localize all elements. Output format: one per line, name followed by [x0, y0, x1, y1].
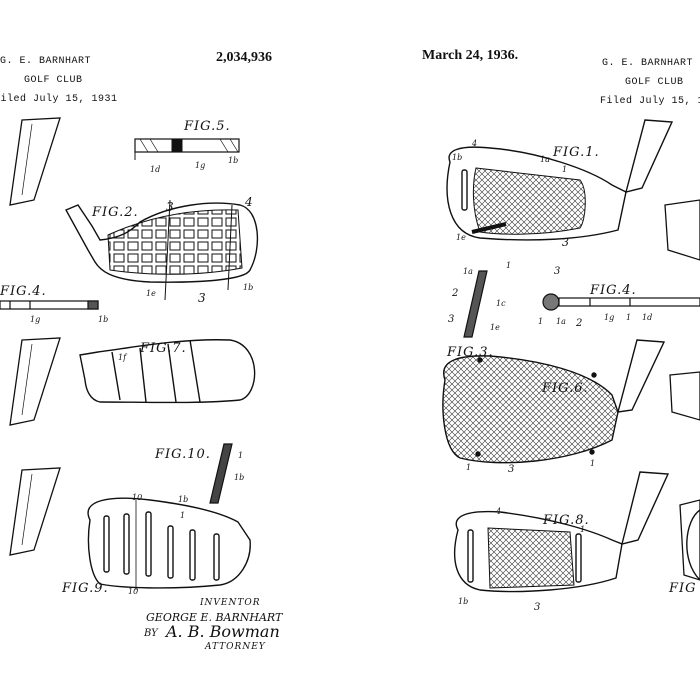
fig9-label: FIG.9. — [61, 581, 109, 596]
ref-numeral: 2 — [451, 288, 458, 299]
fig10-label: FIG.10. — [154, 447, 211, 462]
ref-numeral: 1 — [562, 165, 567, 174]
ref-numeral: 4 — [471, 139, 477, 148]
ref-numeral: 1b — [228, 156, 238, 165]
filed-header: Filed July 15, 1931 — [0, 94, 118, 105]
fig4-label: FIG.4. — [589, 283, 637, 298]
inventor-header: G. E. BARNHART — [602, 58, 694, 69]
fig5-section-drawing — [134, 138, 240, 160]
ref-numeral: 1a — [463, 267, 473, 276]
fig8-label: FIG.8. — [542, 513, 590, 528]
ref-numeral: 1d — [642, 313, 652, 322]
ref-numeral: 1 — [626, 313, 631, 322]
ref-numeral: 1b — [178, 495, 188, 504]
ref-numeral: 1a — [556, 317, 566, 326]
patent-sheet-right: March 24, 1936. G. E. BARNHART GOLF CLUB… — [350, 0, 700, 700]
ref-numeral: 1 — [466, 463, 471, 472]
right-drawings: FIG.1. FIG.4. FIG.3. FIG.6. FIG.8. FIG 4… — [442, 119, 700, 613]
fig3-label: FIG.3. — [446, 345, 494, 360]
ref-numeral: 3 — [562, 236, 569, 249]
ref-numeral: 1 — [580, 525, 585, 534]
ref-numeral: 1g — [195, 161, 205, 170]
fig4-label: FIG.4. — [0, 284, 47, 299]
fig10-section-drawing — [209, 443, 233, 504]
ref-numeral: 1 — [506, 261, 511, 270]
ref-numeral: 1b — [243, 283, 253, 292]
club-shaft-drawing — [9, 467, 61, 556]
inventor-name: GEORGE E. BARNHART — [146, 611, 283, 624]
ref-numeral: 1b — [452, 153, 462, 162]
ref-numeral: 3 — [448, 314, 454, 325]
ref-numeral: 1 — [180, 511, 185, 520]
fig7-label: FIG.7. — [139, 341, 187, 356]
ref-numeral: 3 — [166, 200, 174, 214]
fig5-label: FIG.5. — [183, 119, 231, 134]
fig6-club-head-drawing — [442, 339, 666, 464]
fig2-label: FIG.2. — [91, 205, 139, 220]
ref-numeral: 4 — [495, 507, 501, 516]
ref-numeral: 3 — [508, 464, 514, 475]
ref-numeral: 1a — [540, 155, 550, 164]
fig6-label: FIG.6. — [541, 381, 589, 396]
fig4-section-drawing — [0, 300, 99, 310]
partial-head-drawing — [686, 509, 700, 581]
left-drawings: FIG.5. FIG.2. FIG.4. FIG.7. FIG.10. FIG.… — [0, 117, 259, 596]
ref-numeral: 4 — [244, 195, 253, 209]
ref-numeral: 1 — [538, 317, 543, 326]
ref-numeral: 10 — [132, 493, 142, 502]
attorney-label: ATTORNEY — [205, 642, 266, 652]
ref-numeral: 10 — [128, 587, 138, 596]
ref-numeral: 3 — [198, 291, 206, 305]
ref-numeral: 1b — [234, 473, 244, 482]
fig1-label: FIG.1. — [552, 145, 600, 160]
ref-numeral: 1c — [496, 299, 506, 308]
fig-partial-label: FIG — [668, 581, 697, 596]
by-label: BY — [144, 628, 158, 639]
fig3-section-drawing — [463, 270, 488, 338]
ref-numeral: 1b — [458, 597, 468, 606]
ref-numeral: 1f — [118, 353, 128, 362]
fig4-section-drawing — [542, 293, 700, 311]
ref-numeral: 1b — [98, 315, 108, 324]
title-header: GOLF CLUB — [625, 77, 684, 88]
title-header: GOLF CLUB — [24, 75, 83, 86]
date-header: March 24, 1936. — [422, 48, 519, 63]
ref-numeral: 1d — [150, 165, 160, 174]
filed-header: Filed July 15, 1931 — [600, 96, 700, 107]
ref-numeral: 3 — [554, 266, 560, 277]
club-shaft-drawing — [9, 117, 61, 206]
attorney-signature: A. B. Bowman — [166, 622, 280, 641]
ref-numeral: 1e — [490, 323, 500, 332]
ref-numeral: 1 — [238, 451, 243, 460]
ref-numeral: 2 — [575, 318, 582, 329]
fig1-club-head-drawing — [446, 119, 674, 241]
ref-numeral: 1g — [30, 315, 40, 324]
patent-sheet-left: G. E. BARNHART GOLF CLUB Filed July 15, … — [0, 50, 283, 652]
ref-numeral: 1g — [604, 313, 614, 322]
club-shaft-drawing — [9, 337, 61, 426]
ref-numeral: 3 — [534, 602, 540, 613]
ref-numeral: 1 — [590, 459, 595, 468]
club-shaft-drawing — [664, 199, 700, 581]
ref-numeral: 1e — [456, 233, 466, 242]
fig9-club-head-drawing — [87, 497, 251, 590]
patent-number: 2,034,936 — [216, 50, 272, 65]
inventor-label: INVENTOR — [200, 598, 261, 608]
fig7-club-head-drawing — [79, 339, 256, 404]
fig8-club-head-drawing — [453, 471, 670, 593]
inventor-header: G. E. BARNHART — [0, 56, 92, 67]
ref-numeral: 1e — [146, 289, 156, 298]
fig2-club-head-drawing — [65, 199, 259, 301]
